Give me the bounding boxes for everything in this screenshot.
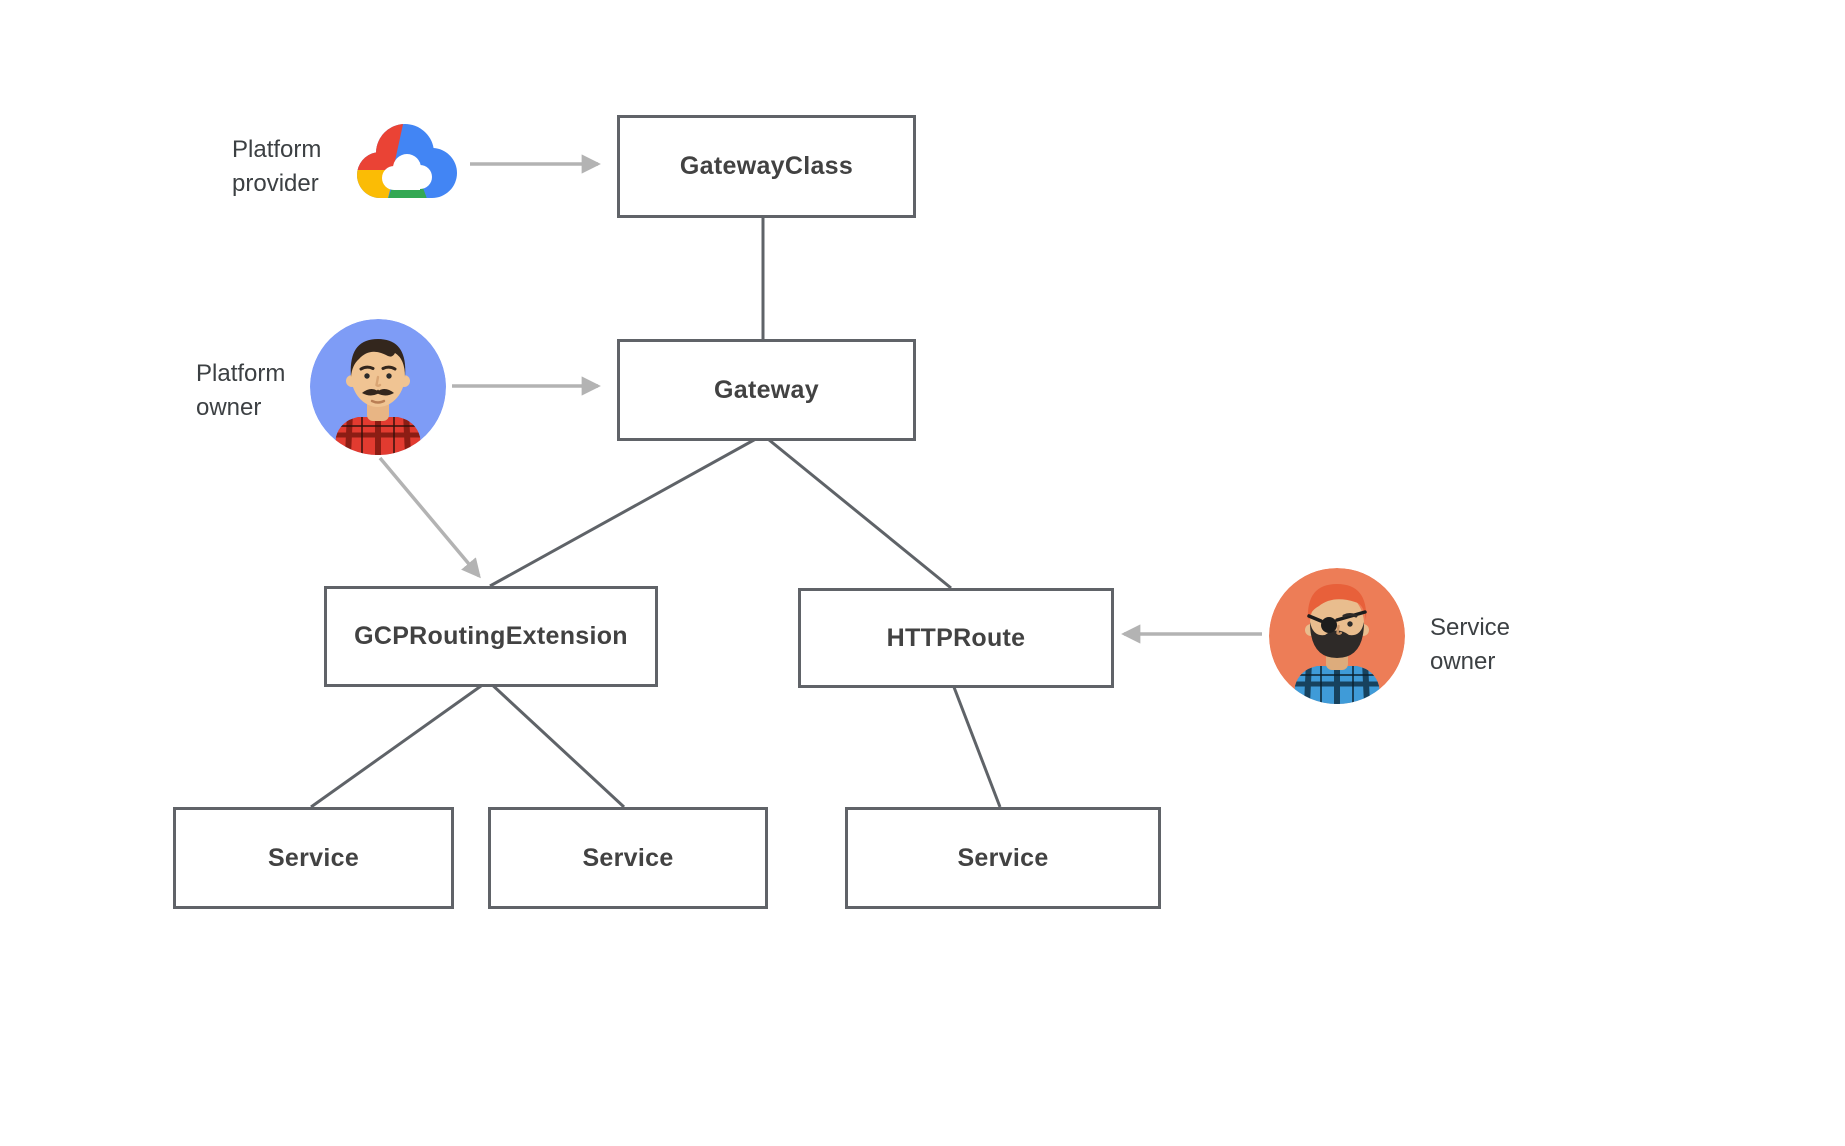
service-owner-label-line2: owner [1430,648,1496,675]
node-service-right-label: Service [957,843,1049,872]
platform-owner-avatar [310,319,446,455]
node-gateway: Gateway [617,339,916,441]
edge-gcproutingextension-service-middle [486,679,626,809]
edge-httproute-service-right [950,681,1002,808]
node-service-right: Service [845,807,1161,909]
node-gatewayclass: GatewayClass [617,115,916,218]
platform-provider-label-line1: Platform [232,136,322,163]
node-gcproutingextension-label: GCPRoutingExtension [354,622,628,650]
node-httproute-label: HTTPRoute [886,623,1026,652]
service-owner-label-line1: Service [1430,614,1511,641]
platform-provider-label: Platform provider [232,133,321,201]
node-httproute: HTTPRoute [798,588,1114,688]
google-cloud-logo [345,106,465,226]
node-gatewayclass-label: GatewayClass [679,152,854,180]
platform-owner-label: Platform owner [196,357,285,425]
node-service-middle-label: Service [582,843,674,872]
platform-provider-label-line2: provider [232,170,319,197]
node-gcproutingextension: GCPRoutingExtension [324,586,658,687]
node-gateway-label: Gateway [714,375,819,404]
edge-gateway-gcproutingextension [489,433,764,588]
node-service-left-label: Service [267,843,360,872]
node-service-left: Service [173,807,454,909]
arrow-platform-owner-gcproutingextension [378,456,481,579]
platform-owner-label-line2: owner [196,394,262,421]
node-service-middle: Service [488,807,768,909]
service-owner-avatar [1269,568,1405,704]
edge-gcproutingextension-service-left [310,679,489,809]
edge-gateway-httproute [762,433,952,590]
service-owner-label: Service owner [1430,611,1510,679]
platform-owner-label-line1: Platform [196,360,286,387]
